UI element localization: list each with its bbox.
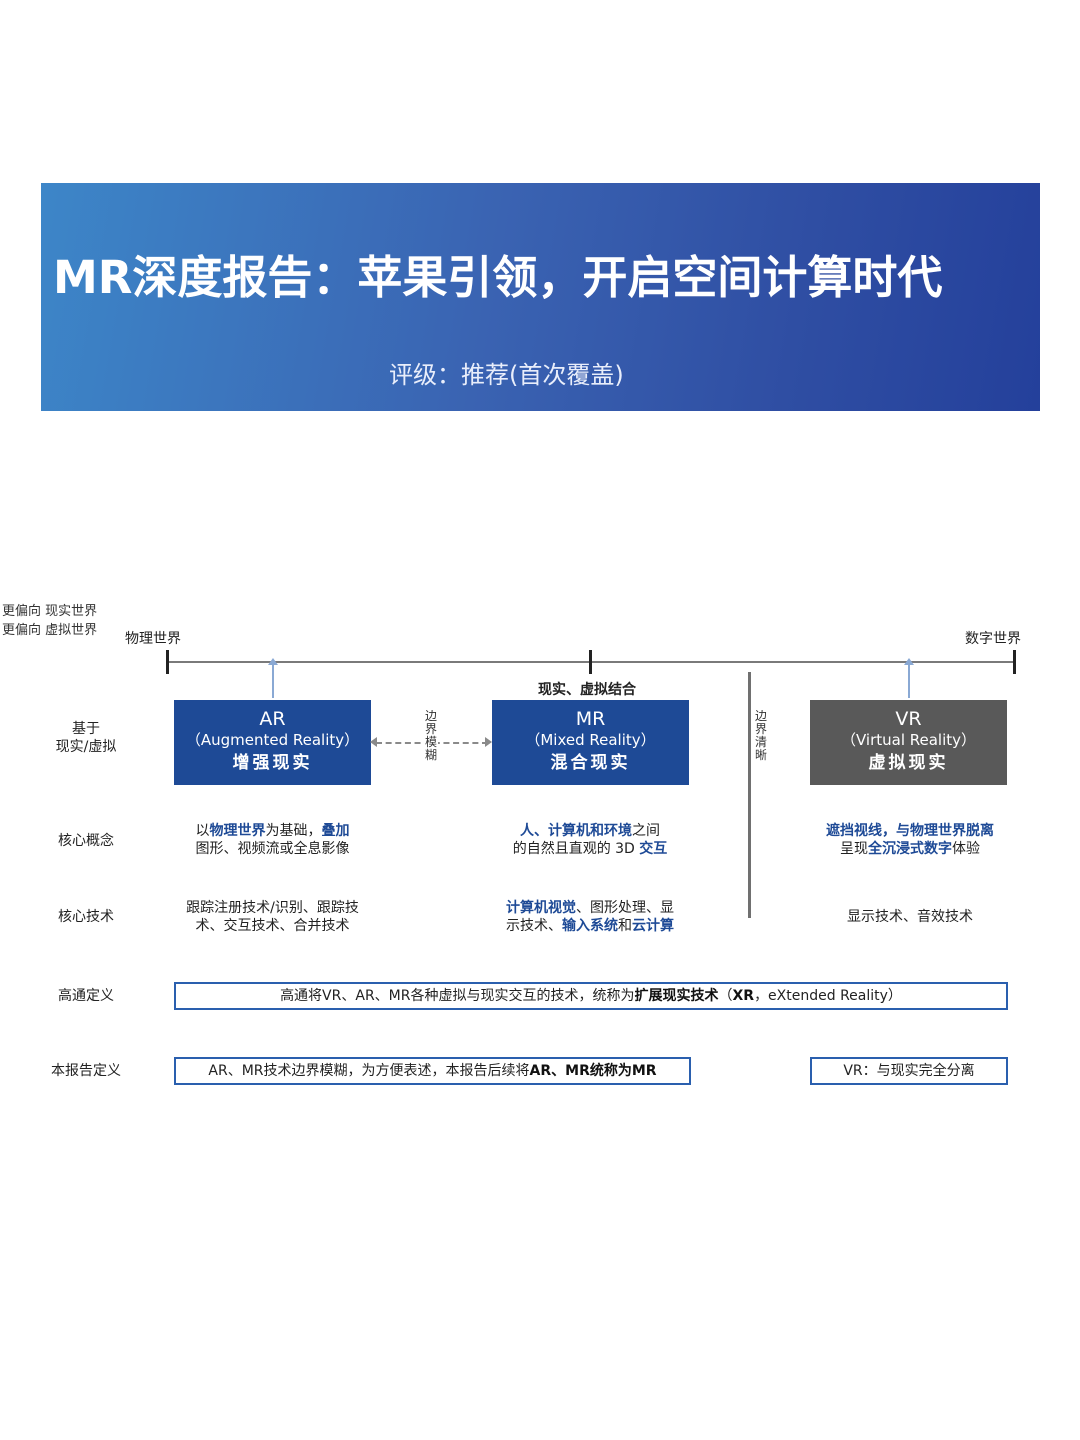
mr-concept: 人、计算机和环境之间 的自然且直观的 3D 交互: [470, 822, 710, 858]
ar-box: AR （Augmented Reality） 增强现实: [174, 700, 371, 785]
clear-boundary-label: 边界清晰: [754, 709, 767, 762]
mr-tech-highlight: 输入系统: [562, 918, 618, 934]
header-banner: MR深度报告：苹果引领，开启空间计算时代 评级：推荐(首次覆盖): [41, 183, 1040, 411]
qualcomm-def-text: 高通将VR、AR、MR各种虚拟与现实交互的技术，统称为: [280, 988, 635, 1004]
report-mr-definition-box: AR、MR技术边界模糊，为方便表述，本报告后续将AR、MR统称为MR: [174, 1057, 691, 1085]
row-label-report: 本报告定义: [51, 1063, 121, 1079]
ar-cn: 增强现实: [232, 753, 313, 773]
report-def-text: AR、MR技术边界模糊，为方便表述，本报告后续将: [208, 1063, 530, 1079]
row-label-tech: 核心技术: [58, 909, 114, 925]
qualcomm-definition-box: 高通将VR、AR、MR各种虚拟与现实交互的技术，统称为扩展现实技术（XR，eXt…: [174, 982, 1008, 1010]
axis-tick-left: [166, 650, 169, 674]
qualcomm-def-bold: XR: [732, 988, 755, 1004]
vr-cn: 虚拟现实: [868, 753, 949, 773]
arrow-up-icon: [268, 658, 278, 698]
mr-tech-text: 和: [618, 918, 632, 934]
mr-concept-text: 的自然且直观的 3D: [512, 841, 640, 857]
ar-concept: 以物理世界为基础，叠加 图形、视频流或全息影像: [150, 822, 395, 858]
mr-full: （Mixed Reality）: [525, 731, 656, 749]
vr-full: （Virtual Reality）: [840, 731, 977, 749]
mr-tech-highlight: 云计算: [632, 918, 674, 934]
page-title: MR深度报告：苹果引领，开启空间计算时代: [53, 251, 943, 304]
axis-left-label: 物理世界: [125, 631, 181, 647]
ar-concept-highlight: 物理世界: [209, 823, 266, 839]
report-def-bold: AR、MR统称为MR: [529, 1063, 657, 1079]
row-label-qualcomm: 高通定义: [58, 988, 114, 1004]
mr-tech-highlight: 计算机视觉: [506, 900, 576, 916]
axis-tick-center: [589, 650, 592, 674]
ar-concept-text: 为基础，: [265, 823, 322, 839]
row-label-basis: 基于 现实/虚拟: [55, 721, 117, 755]
xr-diagram: 物理世界 数字世界 更偏向 现实世界 更偏向 虚拟世界 现实、虚拟结合 基于 现…: [0, 600, 1080, 1120]
mr-tech: 计算机视觉、图形处理、显 示技术、输入系统和云计算: [480, 899, 700, 935]
mr-box: MR （Mixed Reality） 混合现实: [492, 700, 689, 785]
vr-concept-highlight: 遮挡视线，与物理世界脱离: [826, 823, 994, 839]
ar-concept-text: 图形、视频流或全息影像: [195, 841, 350, 857]
vr-concept-text: 呈现: [840, 841, 868, 857]
mr-tech-text: 、图形处理、显: [576, 900, 674, 916]
mr-tech-text: 示技术、: [506, 918, 562, 934]
rating-subtitle: 评级：推荐(首次覆盖): [389, 361, 624, 389]
vr-concept-highlight: 全沉浸式数字: [868, 841, 952, 857]
center-label: 现实、虚拟结合: [538, 682, 636, 698]
row-label-concept: 核心概念: [58, 833, 114, 849]
ar-concept-highlight: 叠加: [321, 823, 350, 839]
qualcomm-def-bold: 扩展现实技术: [634, 988, 719, 1004]
qualcomm-def-text: ，eXtended Reality）: [754, 988, 902, 1004]
vr-tech: 显示技术、音效技术: [847, 909, 973, 925]
vr-abbr: VR: [895, 708, 922, 730]
ar-tech: 跟踪注册技术/识别、跟踪技术、交互技术、合并技术: [186, 900, 359, 934]
arrow-up-icon: [904, 658, 914, 698]
vr-box: VR （Virtual Reality） 虚拟现实: [810, 700, 1007, 785]
axis-tick-right: [1013, 650, 1016, 674]
vr-concept-text: 体验: [952, 841, 980, 857]
vr-concept: 遮挡视线，与物理世界脱离 呈现全沉浸式数字体验: [790, 822, 1030, 858]
mr-abbr: MR: [575, 708, 606, 730]
ar-full: （Augmented Reality）: [185, 731, 360, 749]
clear-boundary-line: [748, 672, 751, 918]
mr-concept-highlight: 交互: [639, 841, 668, 857]
left-note: 更偏向 现实世界: [0, 600, 1080, 619]
mr-concept-text: 之间: [632, 823, 660, 839]
ar-abbr: AR: [259, 708, 286, 730]
mr-cn: 混合现实: [550, 753, 631, 773]
right-note: 更偏向 虚拟世界: [0, 619, 1080, 638]
mr-concept-highlight: 人、计算机和环境: [520, 823, 632, 839]
report-vr-definition-box: VR：与现实完全分离: [810, 1057, 1008, 1085]
axis-right-label: 数字世界: [965, 631, 1021, 647]
blurred-boundary-label: 边界模糊: [424, 709, 438, 762]
qualcomm-def-text: （: [718, 988, 733, 1004]
ar-concept-text: 以: [195, 823, 210, 839]
arrow-left-icon: [370, 737, 377, 747]
arrow-right-icon: [485, 737, 492, 747]
